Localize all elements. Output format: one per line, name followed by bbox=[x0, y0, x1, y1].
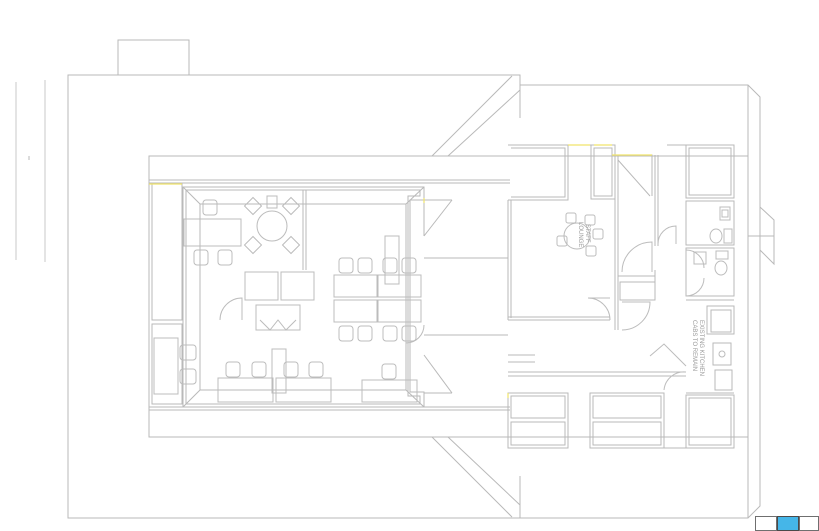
room-labels: STAFF LOUNGE EXISTING KITCHEN CABS TO RE… bbox=[577, 222, 704, 378]
corner-tab-right[interactable] bbox=[799, 516, 819, 531]
furniture-office bbox=[153, 195, 422, 403]
door-swings bbox=[219, 225, 705, 391]
corner-tab-left[interactable] bbox=[755, 516, 777, 531]
kitchen-label: EXISTING KITCHEN CABS TO REMAIN bbox=[691, 320, 704, 378]
corner-tab-selected[interactable] bbox=[777, 516, 799, 531]
restroom-fixtures bbox=[693, 206, 733, 276]
staff-lounge-label: STAFF LOUNGE bbox=[577, 222, 590, 247]
roof-lines bbox=[423, 75, 521, 518]
margin-guides bbox=[15, 80, 46, 262]
interior-walls bbox=[148, 144, 749, 449]
highlight-lines bbox=[149, 144, 652, 398]
furniture-lounge bbox=[556, 212, 604, 257]
